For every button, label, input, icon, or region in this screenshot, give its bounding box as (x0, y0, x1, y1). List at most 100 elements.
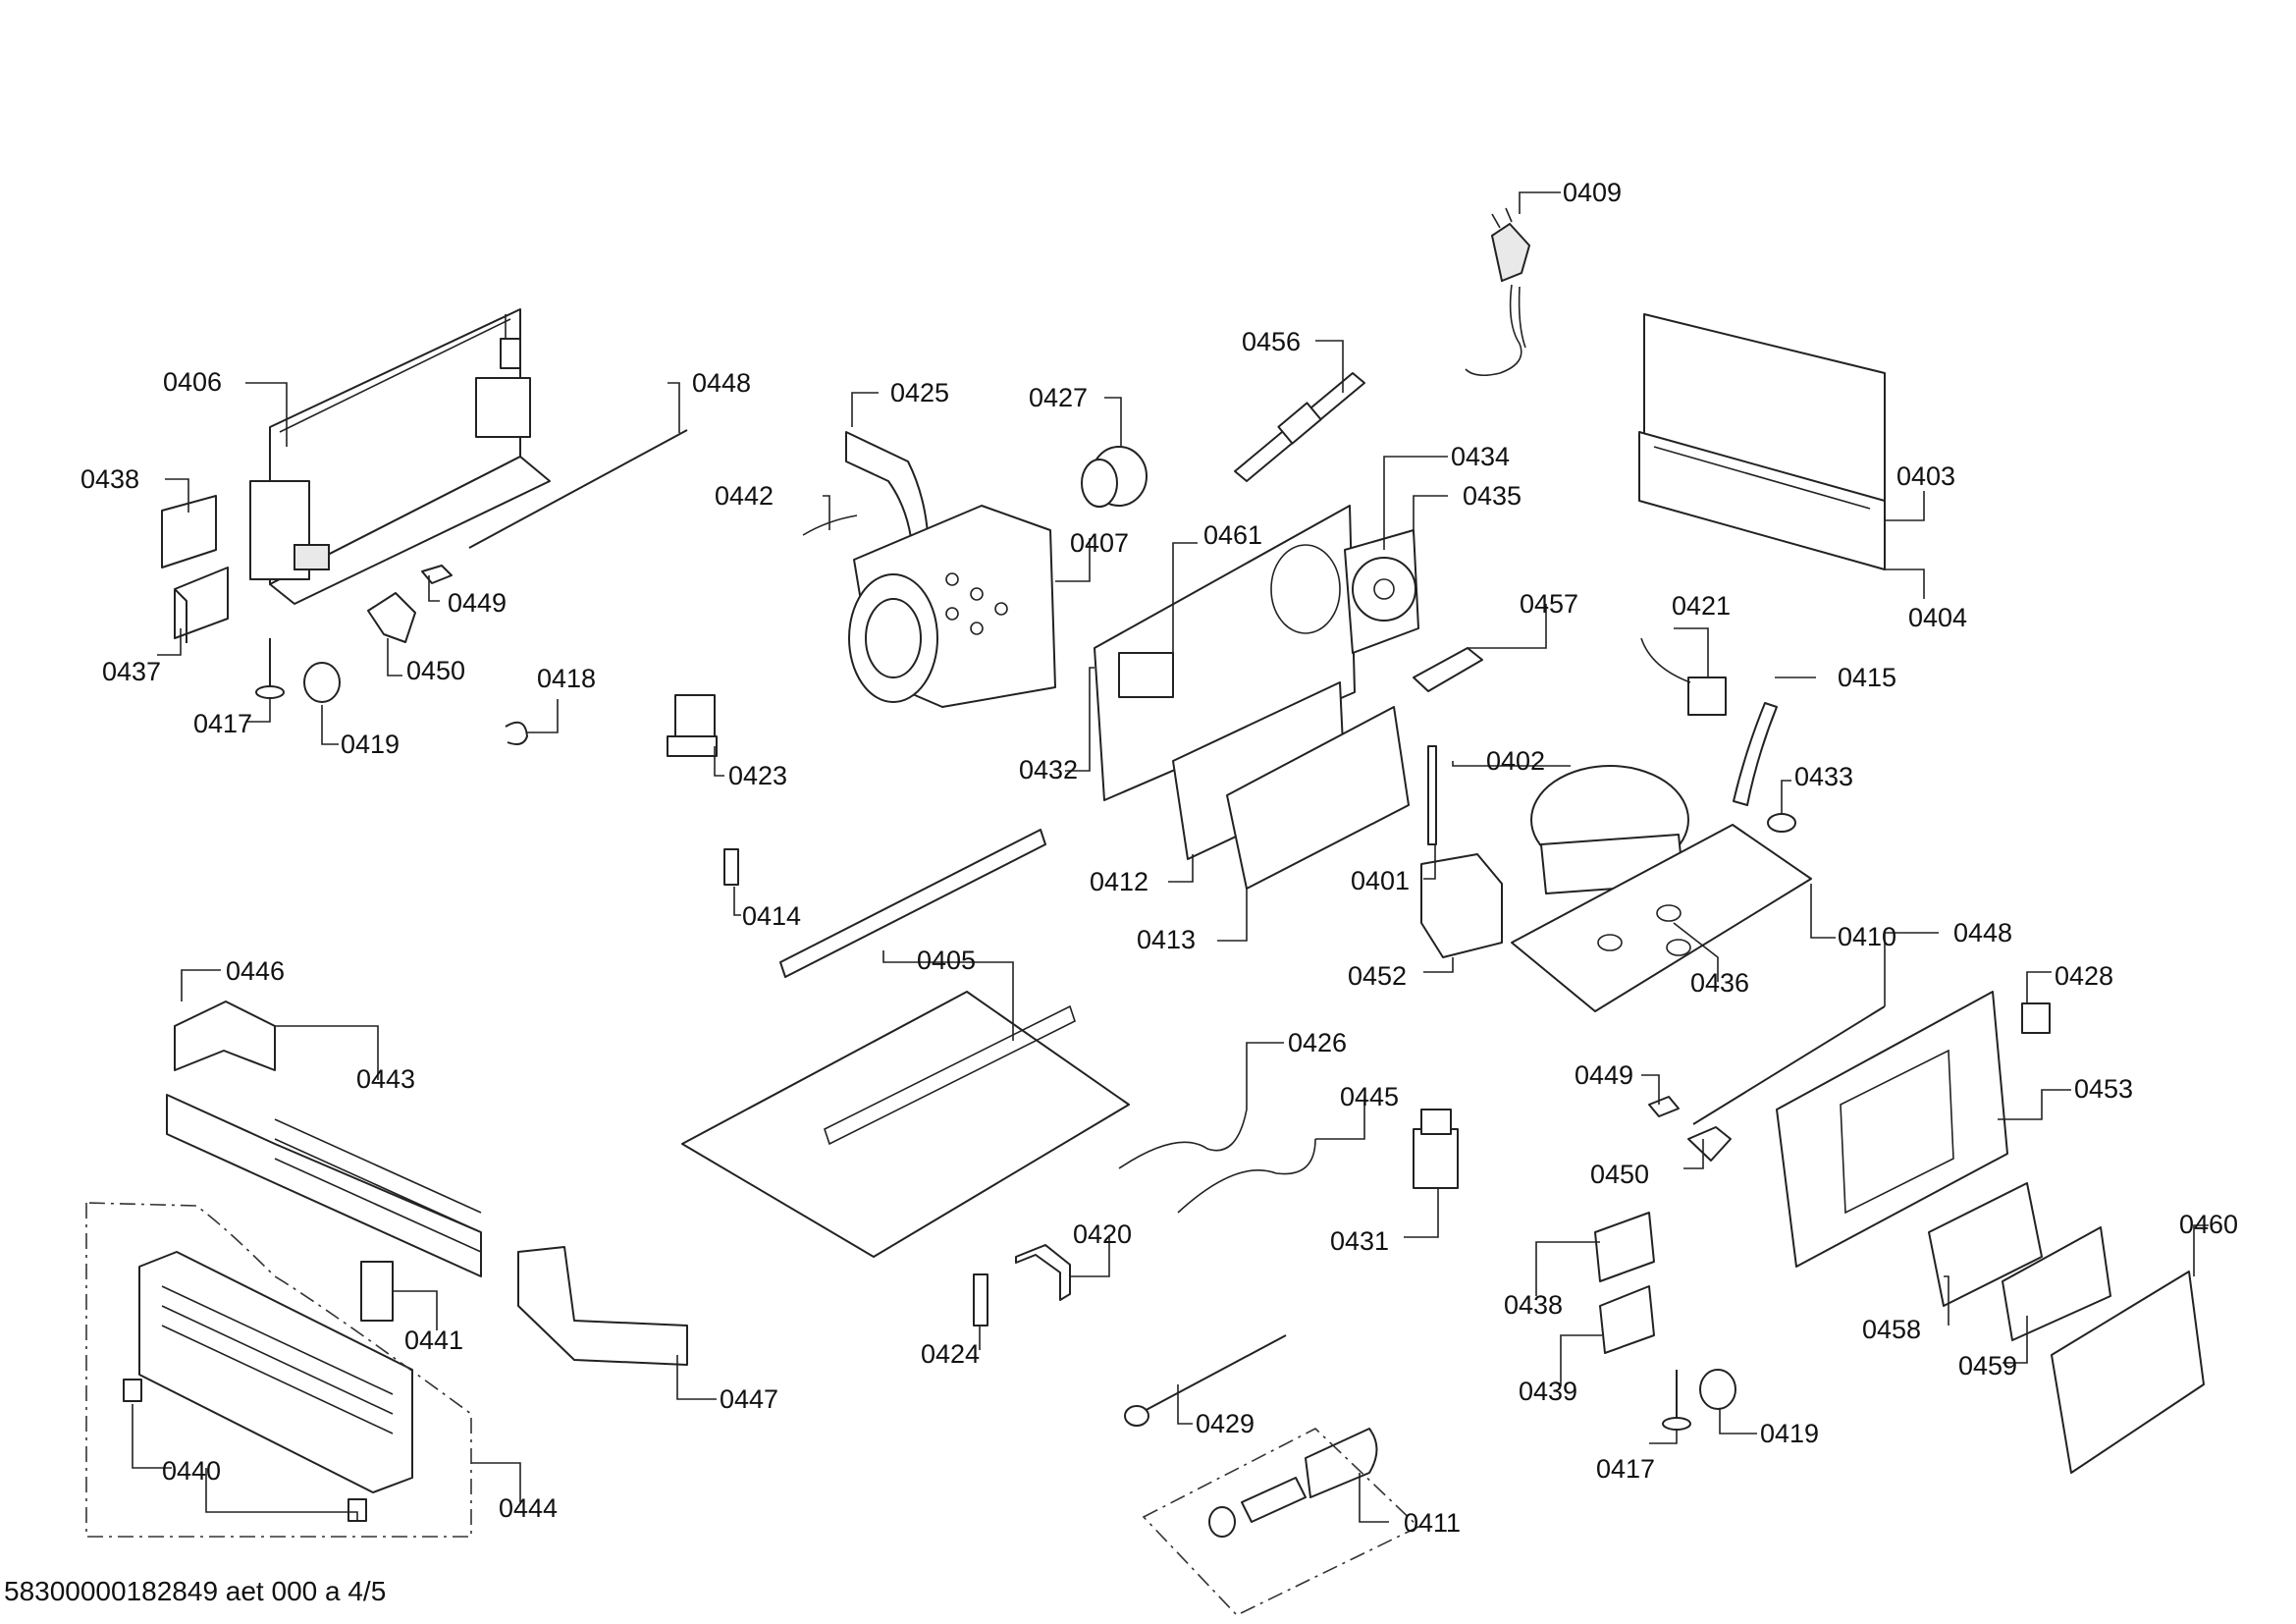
callout-0449: 0449 (448, 588, 507, 618)
part-terminal-0424 (973, 1273, 988, 1326)
callout-0438: 0438 (1504, 1290, 1563, 1320)
callout-0417: 0417 (1596, 1454, 1655, 1484)
callout-0418: 0418 (537, 664, 596, 693)
callout-0440: 0440 (162, 1456, 221, 1486)
callout-0405: 0405 (917, 946, 976, 975)
part-rear-bracket-0406 (249, 308, 551, 605)
callout-0403: 0403 (1896, 461, 1955, 491)
callout-0432: 0432 (1019, 755, 1078, 785)
callout-0404: 0404 (1908, 603, 1967, 632)
callout-0456: 0456 (1242, 327, 1301, 356)
callout-0409: 0409 (1563, 178, 1622, 207)
part-rod-0448-right (1692, 1005, 1886, 1125)
callout-0452: 0452 (1348, 961, 1407, 991)
part-cover-0438-right (1594, 1212, 1655, 1282)
callout-0412: 0412 (1090, 867, 1148, 896)
part-relay-0421 (1640, 637, 1727, 716)
part-rod-0448-top (468, 429, 688, 549)
callout-0410: 0410 (1838, 922, 1896, 951)
callout-0421: 0421 (1672, 591, 1731, 621)
part-feet-0436 (1597, 904, 1691, 956)
callout-0450: 0450 (1590, 1160, 1649, 1189)
callout-0423: 0423 (728, 761, 787, 790)
part-box-0452 (1420, 853, 1503, 958)
callout-0420: 0420 (1073, 1219, 1132, 1249)
callout-0445: 0445 (1340, 1082, 1399, 1111)
callout-0415: 0415 (1838, 663, 1896, 692)
part-pad-0440-b (347, 1498, 367, 1522)
part-bushing-0419-right (1699, 1369, 1736, 1410)
part-clip-0428 (2021, 1002, 2051, 1034)
callout-0414: 0414 (742, 901, 801, 931)
part-cylinder-0427 (1081, 446, 1148, 508)
callout-0444: 0444 (499, 1493, 558, 1523)
callout-0435: 0435 (1463, 481, 1522, 511)
callout-0428: 0428 (2055, 961, 2113, 991)
part-0441 (360, 1261, 394, 1322)
callout-0449: 0449 (1575, 1060, 1633, 1090)
callout-0447: 0447 (720, 1384, 778, 1414)
part-pcb-0458 (1928, 1182, 2043, 1307)
part-fan-housing-0407 (848, 505, 1056, 708)
part-0449-right (1648, 1096, 1680, 1117)
callout-0453: 0453 (2074, 1074, 2133, 1104)
callout-0407: 0407 (1070, 528, 1129, 558)
callout-0401: 0401 (1351, 866, 1410, 895)
callout-0439: 0439 (1519, 1377, 1577, 1406)
part-spacer-0414 (723, 848, 739, 886)
callout-0434: 0434 (1451, 442, 1510, 471)
callout-0402: 0402 (1486, 746, 1545, 776)
callout-0419: 0419 (341, 730, 400, 759)
part-tray-0405 (681, 829, 1130, 1258)
assembly-outline-0444 (85, 1202, 472, 1538)
part-power-cord (1465, 207, 1531, 377)
part-grille-0443 (166, 1094, 482, 1277)
part-0449-left (421, 565, 453, 584)
callout-0424: 0424 (921, 1339, 980, 1369)
part-harness-0445 (1177, 1138, 1316, 1214)
part-frame-0453 (1776, 991, 2008, 1268)
part-cover-0413 (1226, 706, 1410, 890)
callout-0411: 0411 (1404, 1508, 1461, 1538)
part-harness-0426 (1118, 1109, 1248, 1169)
callout-0461: 0461 (1203, 520, 1262, 550)
part-tube-0456 (1234, 372, 1365, 482)
part-rod-0429 (1124, 1334, 1287, 1427)
part-tray-0447 (517, 1246, 688, 1366)
part-screw-0417-left (255, 638, 285, 699)
callout-0442: 0442 (715, 481, 774, 511)
callout-0446: 0446 (226, 956, 285, 986)
callout-0406: 0406 (163, 367, 222, 397)
callout-0448: 0448 (692, 368, 751, 398)
callout-0419: 0419 (1760, 1419, 1819, 1448)
part-clip-0418 (505, 721, 528, 745)
part-0450-right (1687, 1126, 1732, 1162)
part-panel-0432 (1094, 505, 1356, 801)
parts-layer (85, 207, 2205, 1616)
callout-0425: 0425 (890, 378, 949, 407)
callout-0450: 0450 (406, 656, 465, 685)
part-0450-left (367, 592, 416, 643)
callout-0448: 0448 (1953, 918, 2012, 947)
callout-0417: 0417 (193, 709, 252, 738)
part-cover-0438-left (161, 495, 217, 568)
part-bushing-0419-left (303, 662, 341, 703)
callout-0413: 0413 (1137, 925, 1196, 954)
callout-0431: 0431 (1330, 1226, 1389, 1256)
callout-labels: 0409 0456 0406 0448 0425 0427 0438 0442 … (4, 178, 2238, 1606)
part-pad-0440-a (123, 1379, 142, 1402)
leader-lines (132, 191, 2209, 1523)
callout-0459: 0459 (1958, 1351, 2017, 1380)
callout-0438: 0438 (80, 464, 139, 494)
part-cover-0439 (1599, 1285, 1655, 1354)
callout-0426: 0426 (1288, 1028, 1347, 1057)
callout-0427: 0427 (1029, 383, 1088, 412)
part-bracket-0420 (1015, 1244, 1071, 1301)
callout-0429: 0429 (1196, 1409, 1255, 1438)
callout-0436: 0436 (1690, 968, 1749, 998)
part-drier-0401 (1427, 745, 1437, 845)
callout-0437: 0437 (102, 657, 161, 686)
part-grille-0444 (138, 1251, 413, 1493)
part-fan-0434 (1344, 529, 1419, 654)
